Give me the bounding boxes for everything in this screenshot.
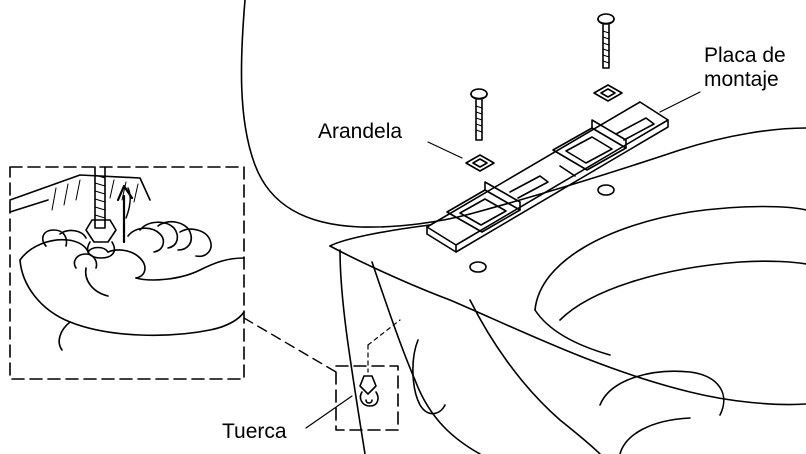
tuerca-label: Tuerca <box>222 420 287 443</box>
placa-label-line2: montaje <box>704 68 779 91</box>
bolt-right <box>597 13 615 69</box>
toilet-tank <box>240 0 471 228</box>
leader-lines <box>305 91 701 429</box>
hand-detail-box <box>9 166 337 380</box>
washer-left <box>465 154 495 172</box>
hand-detail-illustration <box>9 166 245 351</box>
bolt-left <box>470 88 488 141</box>
toilet-bowl <box>329 127 806 454</box>
nut-detail-box <box>335 319 401 431</box>
mounting-plate <box>426 101 669 253</box>
washer-right <box>593 84 623 102</box>
placa-label-line1: Placa de <box>704 44 786 67</box>
arandela-label: Arandela <box>318 120 403 143</box>
